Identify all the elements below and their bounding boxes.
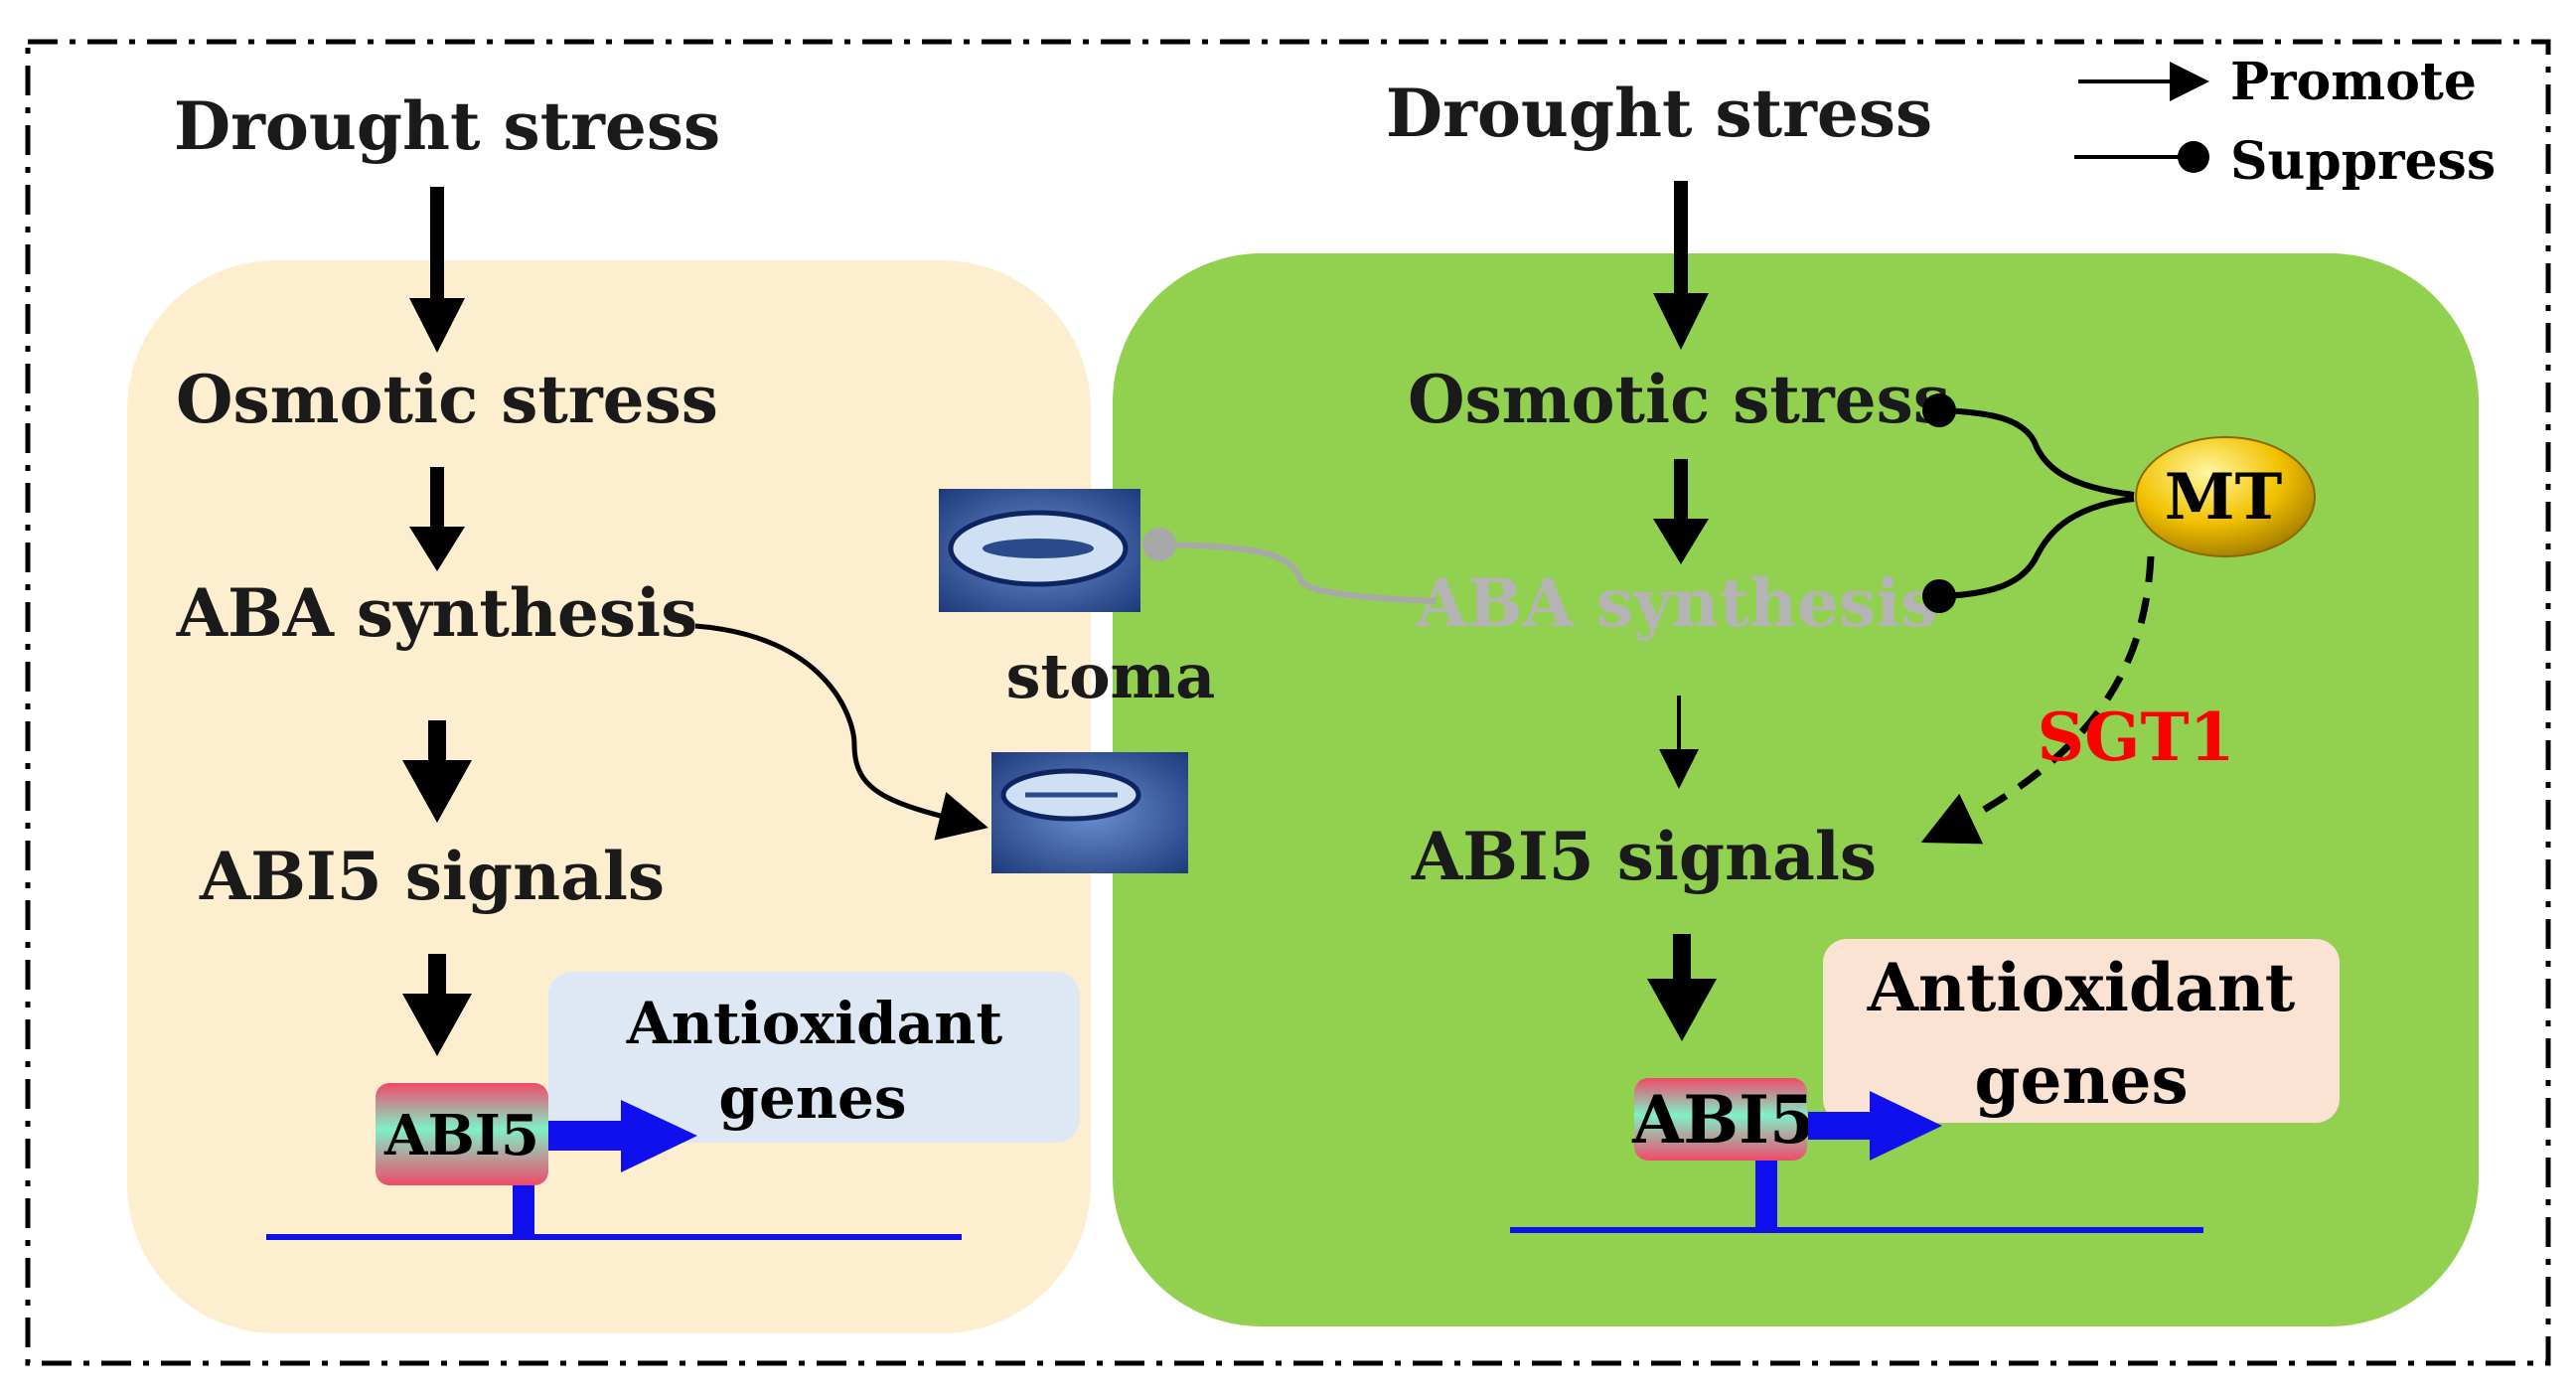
sgt1-dashed-arrow — [1920, 555, 2155, 845]
left-osmotic-stress: Osmotic stress — [176, 361, 718, 438]
right-osmotic-stress: Osmotic stress — [1408, 361, 1950, 438]
stoma-open-image — [939, 489, 1140, 612]
right-genes-line1: Antioxidant — [1867, 949, 2296, 1026]
mt-suppress-osmotic-curve — [1941, 407, 2135, 498]
right-abi5-box — [1634, 1078, 1807, 1161]
legend-suppress-label: Suppress — [2230, 131, 2496, 192]
left-drought-stress: Drought stress — [174, 87, 720, 165]
aba-suppress-stoma-dot — [1142, 528, 1176, 561]
left-arrowhead-abi5-box — [402, 994, 472, 1056]
left-abi5-box — [376, 1083, 548, 1185]
left-genes-line1: Antioxidant — [626, 990, 1003, 1057]
right-aba-synthesis-faded: ABA synthesis — [1416, 564, 1938, 642]
right-blue-arrow-shaft — [1808, 1112, 1878, 1140]
mt-label: MT — [2165, 460, 2282, 535]
right-abi5-signals: ABI5 signals — [1411, 818, 1877, 895]
left-blue-arrow-shaft — [548, 1121, 628, 1151]
sgt1-label: SGT1 — [2037, 698, 2234, 776]
left-abi5-box-label: ABI5 — [383, 1103, 539, 1168]
right-arrowhead-abi5-box — [1647, 979, 1717, 1041]
aba-suppress-stoma-curve — [1161, 542, 1437, 604]
right-genes-line2: genes — [1974, 1041, 2188, 1119]
left-abi5-signals: ABI5 signals — [199, 838, 665, 915]
mt-suppress-aba-dot — [1922, 579, 1956, 613]
mt-suppress-aba-curve — [1941, 496, 2135, 599]
left-blue-arrowhead — [621, 1100, 697, 1172]
right-drought-stress: Drought stress — [1386, 75, 1932, 152]
mt-ellipse — [2135, 436, 2316, 557]
stoma-label: stoma — [1006, 640, 1216, 712]
legend-promote-label: Promote — [2230, 52, 2477, 112]
right-arrowhead-drought-osmotic — [1653, 293, 1709, 350]
left-arrowhead-aba-abi5 — [402, 760, 472, 823]
outer-frame — [25, 39, 2551, 1366]
right-arrowhead-osmotic-aba — [1653, 519, 1709, 564]
left-aba-to-stoma-curve — [694, 623, 988, 841]
left-pathway: Drought stress Osmotic stress ABA synthe… — [174, 87, 1080, 1240]
left-arrowhead-osmotic-aba — [409, 527, 465, 571]
right-abi5-box-label: ABI5 — [1631, 1081, 1815, 1159]
left-antioxidant-genes-box — [548, 972, 1080, 1143]
legend: Promote Suppress — [2074, 52, 2496, 192]
right-pathway: Drought stress Osmotic stress ABA synthe… — [1142, 75, 2340, 1233]
left-arrowhead-drought-osmotic — [409, 298, 465, 353]
legend-suppress-dot — [2178, 141, 2209, 173]
right-blue-arrowhead — [1870, 1091, 1942, 1161]
right-antioxidant-genes-box — [1823, 939, 2340, 1123]
stoma-closed-image — [991, 752, 1188, 873]
left-aba-synthesis: ABA synthesis — [176, 574, 698, 652]
mt-suppress-osmotic-dot — [1922, 393, 1956, 427]
left-genes-line2: genes — [718, 1064, 906, 1132]
